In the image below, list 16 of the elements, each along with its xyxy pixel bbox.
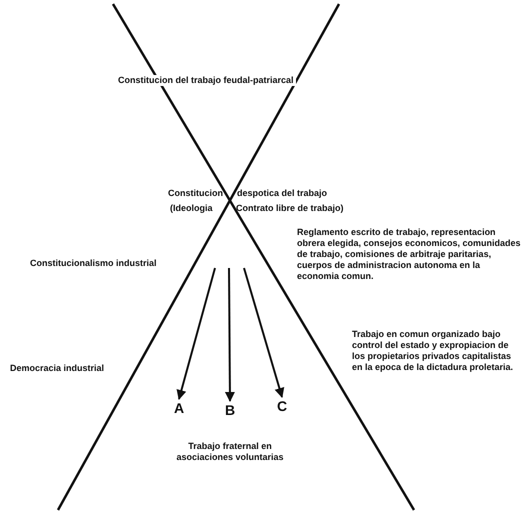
letter-label: A (171, 400, 187, 416)
text-label: Constitucion del trabajo feudal-patriarcal (116, 75, 296, 86)
text-label: Trabajo en comun organizado bajo control del estado y expropiacion de los propietarios privados capitalistas en la epoca de la dictadura proletaria. (352, 329, 514, 373)
arrow (176, 268, 216, 400)
arrow (243, 268, 284, 398)
text-label: despotica del trabajo (237, 188, 328, 199)
text-label: Democracia industrial (10, 363, 106, 374)
text-label: Constitucion (168, 188, 224, 199)
text-label: Constitucionalismo industrial (30, 258, 158, 269)
text-label: Trabajo fraternal en asociaciones voluntarias (175, 441, 285, 463)
letter-label: C (274, 398, 290, 414)
letter-label: B (222, 402, 238, 418)
text-label: (Ideologia (170, 203, 214, 214)
arrow (224, 268, 235, 402)
text-label: Contrato libre de trabajo) (236, 203, 345, 214)
text-label: Reglamento escrito de trabajo, representacion obrera elegida, consejos economicos, comunidades de trabajo, comisiones de arbitraje paritarias, cuerpos de administracion autonoma en la economia comun. (297, 227, 522, 282)
